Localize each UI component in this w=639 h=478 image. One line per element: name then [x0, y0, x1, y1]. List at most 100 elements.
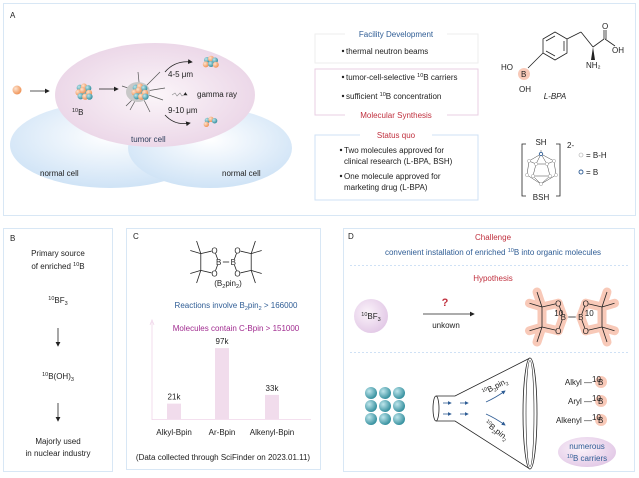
panel-b: B Primary source of enriched 10B 10BF3 1…: [3, 228, 113, 472]
atom-bg: [582, 300, 589, 307]
boron-10-label: 10B: [72, 108, 83, 117]
bond: [250, 270, 256, 284]
amine-label: NH₂: [586, 61, 601, 70]
y-axis-arrow-icon: [149, 318, 155, 326]
nucleon: [133, 93, 140, 100]
substrate-sphere: [393, 400, 405, 412]
b2pin2-name: (B2pin2): [214, 279, 242, 290]
bond: [250, 240, 256, 254]
panel-d-label: D: [348, 232, 354, 241]
bond: [251, 270, 262, 274]
atom-bg: [555, 327, 562, 334]
bsh-name: BSH: [533, 193, 550, 202]
atom-bg: [582, 327, 589, 334]
oxygen-atom: O: [583, 299, 589, 308]
boron-atom: B: [521, 70, 526, 79]
product-aryl: Aryl —: [568, 397, 592, 406]
lithium-nucleus-icon: [203, 116, 218, 128]
bond: [601, 326, 615, 332]
product-alkenyl: Alkenyl —: [556, 416, 592, 425]
nucleon: [212, 61, 219, 68]
lbpa-name: L-BPA: [544, 92, 567, 101]
atom-bg: [234, 270, 241, 277]
gamma-ray-label: gamma ray: [197, 90, 237, 99]
isotope-label: 10: [554, 309, 563, 318]
hydroxyl-label: HO: [501, 63, 513, 72]
facility-title: Facility Development: [359, 30, 434, 39]
status-title: Status quo: [377, 131, 416, 140]
panel-c-label: C: [133, 232, 139, 241]
boron-atom: B: [231, 258, 236, 267]
bond: [190, 250, 201, 254]
oxygen-atom: O: [234, 246, 240, 255]
facility-box: Facility Development thermal neutron bea…: [314, 30, 479, 64]
boron-atom: B: [216, 258, 221, 267]
substrate-sphere: [379, 400, 391, 412]
isotope-label: 10: [592, 413, 601, 422]
alpha-range-label: 4-5 μm: [168, 70, 193, 79]
bar-data-label: 33k: [266, 384, 280, 393]
nucleon: [203, 121, 210, 128]
source-line1: Primary source: [31, 249, 85, 258]
bond: [196, 270, 202, 284]
alpha-arrow: [164, 59, 193, 73]
nucleon: [142, 93, 149, 100]
challenge-title: Challenge: [475, 233, 512, 242]
neutron-icon: [12, 85, 22, 95]
x-tick-label: Alkenyl-Bpin: [250, 428, 294, 437]
legend-b: = B: [586, 168, 598, 177]
substrate-sphere: [365, 400, 377, 412]
status-item-line: marketing drug (L-BPA): [344, 183, 428, 192]
status-item-line: clinical research (L-BPA, BSH): [344, 157, 453, 166]
thiol-label: SH: [535, 138, 546, 147]
nucleon: [208, 61, 214, 67]
bar-data-label: 97k: [216, 337, 230, 346]
boric-acid-label: 10B(OH)3: [42, 372, 74, 383]
isotope-label: 10: [592, 375, 601, 384]
product-list: Alkyl — 10 B Aryl — 10 B Alkenyl — 10 B: [556, 375, 607, 426]
bond: [196, 240, 202, 254]
funnel-label-bottom: 10B2pin2: [482, 418, 510, 444]
bond: [190, 270, 201, 274]
substrate-sphere: [393, 387, 405, 399]
panel-d: D Challenge convenient installation of e…: [343, 228, 635, 472]
substrate-sphere: [365, 387, 377, 399]
bond: [251, 250, 262, 254]
bond: [529, 326, 543, 332]
atom-bg: [234, 247, 241, 254]
bar-data-label: 21k: [168, 393, 182, 402]
oxygen-atom: O: [211, 270, 217, 279]
lbpa-structure: B HO OH O OH NH₂ L-BPA: [501, 22, 624, 101]
carriers-bubble: [558, 437, 616, 467]
boron-atom: B: [578, 313, 583, 322]
challenge-text: convenient installation of enriched 10B …: [385, 248, 601, 257]
panel-b-label: B: [10, 234, 15, 243]
funnel-label-top: 10B2pin2: [481, 376, 510, 398]
oxygen-atom: O: [234, 270, 240, 279]
boron-label: B: [598, 378, 603, 387]
lithium-range-label: 9-10 μm: [168, 106, 198, 115]
funnel-icon: 10B2pin2 10B2pin2: [432, 357, 538, 470]
oxygen-atom: O: [583, 327, 589, 336]
nucleon: [79, 87, 86, 94]
arrow-label: unkown: [432, 321, 460, 330]
normal-cell-label-right: normal cell: [222, 169, 261, 178]
carriers-line1: numerous: [569, 442, 605, 451]
panel-a-label: A: [10, 11, 16, 20]
isotope-label: 10: [592, 394, 601, 403]
atom-bg: [211, 247, 218, 254]
substrate-spheres-icon: [365, 387, 405, 425]
alpha-particle-icon: [202, 55, 219, 68]
bar-alkenyl-bpin: [265, 394, 279, 419]
synthesis-item: tumor-cell-selective 10B carriers: [346, 73, 458, 82]
carbonyl-oxygen: O: [602, 22, 608, 31]
usage-line1: Majorly used: [35, 437, 80, 446]
bf3-label: 10BF3: [48, 296, 67, 307]
status-box: Status quo Two molecules approved for cl…: [314, 131, 479, 201]
boron-atom: B: [561, 313, 566, 322]
facility-item: thermal neutron beams: [346, 47, 428, 56]
isotope-label: 10: [585, 309, 594, 318]
boron-label: B: [598, 416, 603, 425]
